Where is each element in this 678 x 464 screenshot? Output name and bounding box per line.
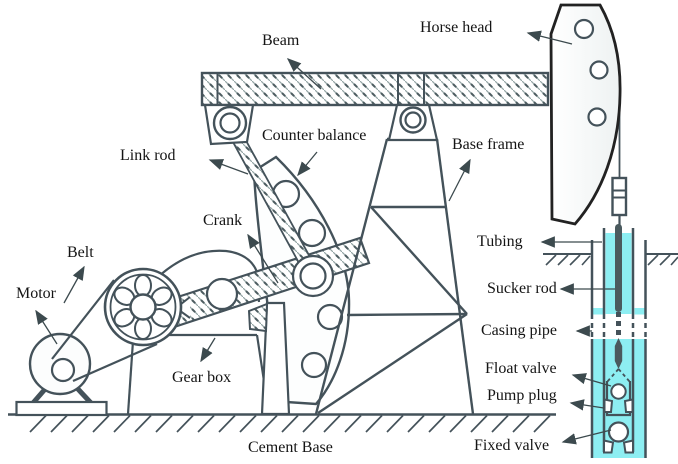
crank-pin-inner [299,262,327,290]
label-arrows [35,30,615,445]
crank-arrow [247,233,279,284]
belt [51,279,158,383]
label-tubing: Tubing [477,233,523,250]
belt-arrow [63,265,85,304]
crank-support-column [260,301,291,416]
center-bearing [387,103,439,142]
brake-bracket [247,302,269,333]
well-cross-section [543,100,678,458]
label-cement-base: Cement Base [248,439,333,456]
wellhead-ground [543,253,678,266]
label-motor: Motor [16,285,56,302]
fixed-valve-arrow [561,429,612,445]
fixed-valve-seat [603,439,634,454]
annulus-fluid-right-top [634,308,645,315]
base-frame-arrow [448,158,471,202]
crankshaft [205,277,239,311]
beam [200,71,550,107]
label-link-rod: Link rod [120,147,176,164]
label-fixed-valve: Fixed valve [474,437,550,454]
motor-arrow [35,309,58,345]
annulus-fluid-left-top [593,308,604,315]
pump-plug-arrow [569,399,605,411]
label-gear-box: Gear box [172,369,232,386]
label-counter-balance: Counter balance [262,127,367,144]
polished-rod-clamp [611,176,628,217]
counter-balance-arrow [297,151,318,177]
ground-hatch [29,414,551,433]
label-belt: Belt [67,244,94,261]
label-beam: Beam [262,32,300,49]
horse-head-holes [573,18,609,127]
gearbox-pulley [103,267,183,347]
label-horse-head: Horse head [420,19,493,36]
pulley-hub [129,293,157,321]
sucker-rod [614,224,623,369]
counter-balance-holes [271,179,344,379]
link-rod-arrow [208,159,249,175]
label-casing-pipe: Casing pipe [481,322,557,339]
motor-pulley [50,357,76,383]
label-sucker-rod: Sucker rod [487,280,557,297]
beam-arrow [286,58,322,90]
tail-bearing [203,103,255,146]
label-crank: Crank [203,212,243,229]
cement-base-ground [8,413,556,433]
pump-assembly [603,368,634,454]
gear-box-arrow [200,337,216,363]
well-pipes [590,228,647,458]
label-float-valve: Float valve [485,360,557,377]
float-valve-ball [610,383,627,400]
float-valve-arrow [571,373,612,387]
fixed-valve-ball [607,421,630,443]
label-base-frame: Base frame [452,136,525,153]
pipe-break-dashes [590,312,647,339]
horse-head [549,3,622,226]
pulley-spokes [113,274,173,340]
gear-box [126,249,291,416]
pump-plug-cups [603,398,634,413]
horse-head-arrow [526,30,573,45]
pump-intake-dashes [606,368,631,383]
label-pump-plug: Pump plug [487,387,557,404]
